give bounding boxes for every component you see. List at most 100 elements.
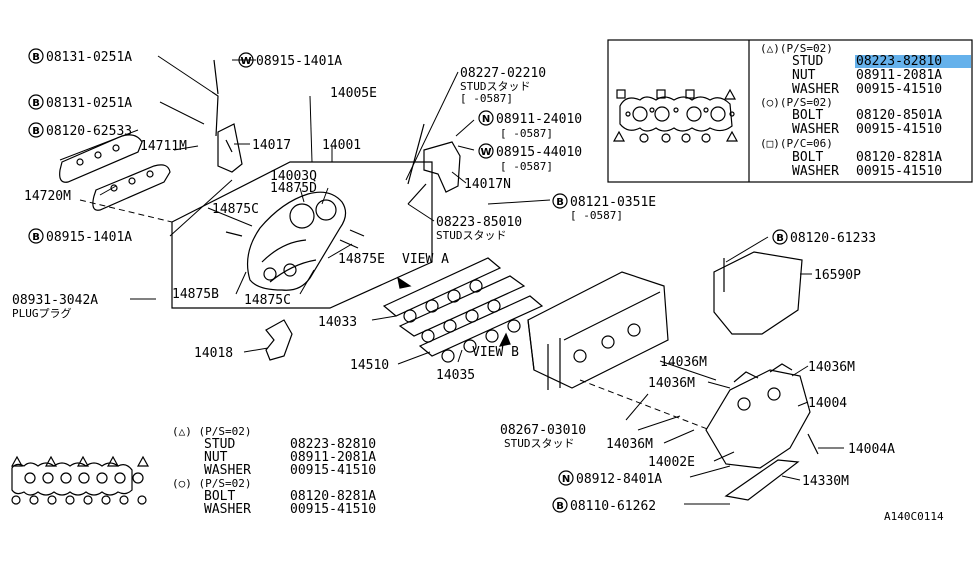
label-14036m-2: 14036M [808,360,855,375]
top-table-r7a: WASHER [792,122,839,137]
top-table-r10b: 00915-41510 [856,164,942,179]
mark-b-1 [28,48,44,64]
label-b08110-61262: 08110-61262 [570,499,656,514]
bracket-14018-shape [265,319,293,361]
label-14875b: 14875B [172,287,219,302]
bottom-table-r6b: 08120-8281A [290,489,376,504]
mark-b-3-letter: B [32,126,40,137]
intake-manifold-shape [225,191,365,291]
mark-b-7-letter: B [556,501,564,512]
top-table-r3a: NUT [792,68,816,83]
label-14017n: 14017N [464,177,511,192]
label-b08131-0251a-1: 08131-0251A [46,50,132,65]
label-stud-2: STUDスタッド [436,229,507,242]
top-table-r3b: 08911-2081A [856,68,942,83]
label-14036m-3: 14036M [648,376,695,391]
label-14017: 14017 [252,138,291,153]
label-n08911-24010: 08911-24010 [496,112,582,127]
label-14036m-1: 14036M [660,355,707,370]
label-14875c-2: 14875C [244,293,291,308]
label-14004a: 14004A [848,442,895,457]
bottom-table-r5: (○) (P/S=02) [172,477,251,490]
mark-n-1 [478,110,494,126]
label-14875d: 14875D [270,181,317,196]
label-14003q: 14003Q [270,169,317,184]
gasket-bottom-icon [10,455,150,505]
mark-b-2 [28,94,44,110]
bottom-table-r4b: 00915-41510 [290,463,376,478]
label-14005e: 14005E [330,86,377,101]
top-table-r9a: BOLT [792,150,823,165]
label-range-3: [ -0587] [500,160,553,173]
circled-marks [28,48,788,513]
heat-insulator-14330m-shape [724,459,800,501]
bolt-shape-1 [211,59,219,137]
exhaust-manifold-shape [705,363,811,469]
mark-b-7 [552,497,568,513]
bottom-table-r4a: WASHER [204,463,251,478]
mark-b-6 [772,229,788,245]
label-14004: 14004 [808,396,847,411]
mark-b-3 [28,122,44,138]
intake-manifold-frame [171,161,433,309]
bottom-table-r7a: WASHER [204,502,251,517]
mark-n-1-letter: N [482,114,490,125]
stud-shape-2 [407,183,427,205]
label-14018: 14018 [194,346,233,361]
label-14875c-1: 14875C [212,202,259,217]
label-08223-85010: 08223-85010 [436,215,522,230]
top-table-r6a: BOLT [792,108,823,123]
top-table-r8: (□)(P/C=06) [760,137,833,150]
label-14002e: 14002E [648,455,695,470]
mark-w-2 [478,143,494,159]
mark-b-1-letter: B [32,52,40,63]
label-view-b: VIEW B [472,345,519,360]
label-b08121-0351e: 08121-0351E [570,195,656,210]
label-n08912-8401a: 08912-8401A [576,472,662,487]
top-table-r4a: WASHER [792,82,839,97]
label-08267-03010: 08267-03010 [500,423,586,438]
mark-b-4-letter: B [556,197,564,208]
label-range-4: [ -0587] [570,209,623,222]
mark-w-1-letter: W [240,56,251,67]
label-b08915-1401a: 08915-1401A [46,230,132,245]
top-table-r6b: 08120-8501A [856,108,942,123]
label-14330m: 14330M [802,474,849,489]
highlight-bar [855,55,971,68]
label-14875e: 14875E [338,252,385,267]
mark-w-2-letter: W [480,147,491,158]
bracket-14017-shape [217,123,243,173]
bottom-table-r2b: 08223-82810 [290,437,376,452]
stud-14004a-shape [807,433,819,455]
label-14510: 14510 [350,358,389,373]
engine-block-shape [527,271,669,390]
mark-n-2 [558,470,574,486]
mark-b-5 [28,228,44,244]
top-table-r2b: 08223-82810 [856,54,942,69]
label-14036m-4: 14036M [606,437,653,452]
label-w08915-44010: 08915-44010 [496,145,582,160]
bottom-table-r3b: 08911-2081A [290,450,376,465]
label-plug: PLUGプラグ [12,306,72,320]
view-a-arrow [397,276,412,289]
label-b08131-0251a-2: 08131-0251A [46,96,132,111]
label-view-a: VIEW A [402,252,449,267]
top-table-r9b: 08120-8281A [856,150,942,165]
label-stud-3: STUDスタッド [504,437,575,450]
label-14711m: 14711M [140,139,187,154]
label-range-2: [ -0587] [500,127,553,140]
bottom-table-r1: (△) (P/S=02) [172,425,251,438]
top-table-r10a: WASHER [792,164,839,179]
label-range-1: [ -0587] [460,92,513,105]
label-14001: 14001 [322,138,361,153]
top-table-r1: (△)(P/S=02) [760,42,833,55]
bottom-table-r7b: 00915-41510 [290,502,376,517]
label-14033: 14033 [318,315,357,330]
mark-b-2-letter: B [32,98,40,109]
label-08227-02210: 08227-02210 [460,66,546,81]
label-b08120-61233: 08120-61233 [790,231,876,246]
mark-b-4 [552,193,568,209]
mark-n-2-letter: N [562,474,570,485]
